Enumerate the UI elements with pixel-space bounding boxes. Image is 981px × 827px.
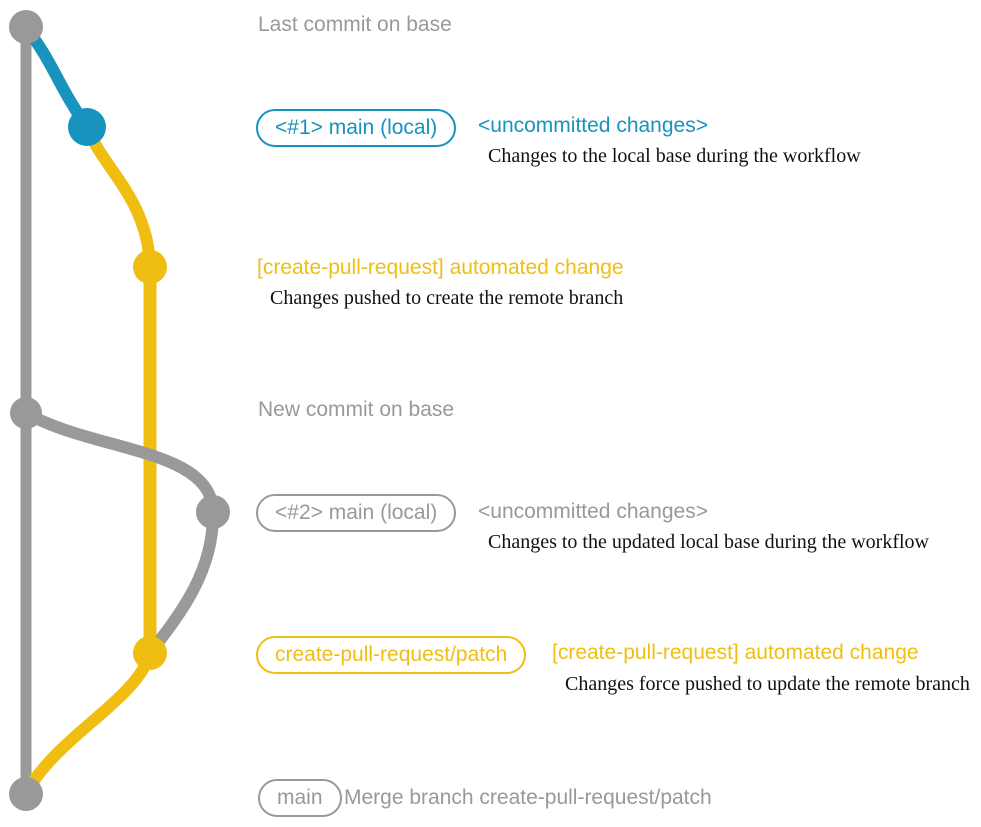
new-commit-label: New commit on base (258, 398, 455, 421)
description-patch1: Changes pushed to create the remote bran… (270, 287, 624, 309)
commit-node-merge (9, 777, 43, 811)
branch-badge-main2: <#2> main (local) (256, 494, 457, 532)
commit-node-last-base (9, 10, 43, 44)
commit-message-patch1: [create-pull-request] automated change (257, 256, 624, 279)
branch-badge-patch: create-pull-request/patch (256, 636, 527, 674)
commit-node-patch2 (133, 636, 167, 670)
merge-commit-message: Merge branch create-pull-request/patch (344, 786, 712, 809)
status-uncommitted-changes-2: <uncommitted changes> (478, 500, 708, 523)
branch-badge-main-merge: main (258, 779, 342, 817)
commit-node-new-base (10, 397, 42, 429)
edge-patch-to-merge (20, 647, 156, 800)
branch-badge-main1: <#1> main (local) (256, 109, 457, 147)
description-main2: Changes to the updated local base during… (488, 531, 929, 553)
description-main1: Changes to the local base during the wor… (488, 145, 861, 167)
last-commit-label: Last commit on base (258, 13, 452, 36)
edge-main2-to-patch2 (144, 506, 220, 659)
description-patch2: Changes force pushed to update the remot… (565, 673, 970, 695)
edge-base-to-main2 (20, 407, 219, 518)
commit-node-main2 (196, 495, 230, 529)
commit-node-main1 (68, 108, 106, 146)
commit-node-patch1 (133, 250, 167, 284)
status-uncommitted-changes-1: <uncommitted changes> (478, 114, 708, 137)
commit-message-patch2: [create-pull-request] automated change (552, 641, 919, 664)
edge-main1-to-patch1 (81, 121, 156, 273)
